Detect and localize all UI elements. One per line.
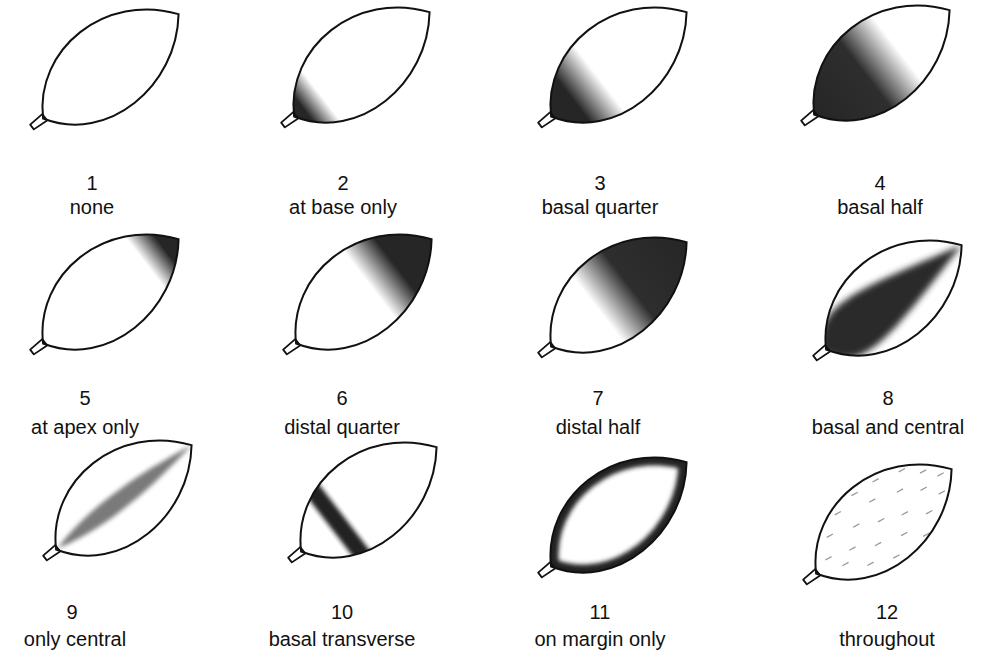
pattern-label: distal half [556,416,641,438]
pattern-label-box: distal half [556,415,641,439]
pattern-label: basal transverse [269,628,416,650]
leaf-number: 5 [79,387,90,409]
leaf-number: 7 [592,387,603,409]
leaf-basal-central [787,209,988,393]
pattern-label-box: none [70,195,115,219]
leaf-number: 2 [337,172,348,194]
pattern-label: basal quarter [542,196,659,218]
pattern-label: at apex only [31,416,139,438]
leaf-apex [0,181,225,408]
leaf-number: 10 [331,601,353,623]
leaf-throughout [777,433,978,617]
leaf-number-box: 12 [876,600,898,624]
pattern-label-box: on margin only [534,627,665,651]
leaf-number-box: 5 [79,386,90,410]
leaf-number: 1 [86,172,97,194]
leaf-distal-quarter [242,181,478,408]
leaf-distal-half [497,184,733,411]
pattern-label-box: basal half [837,195,923,219]
leaf-number: 4 [874,172,885,194]
pattern-label-box: at base only [289,195,397,219]
pattern-label: on margin only [534,628,665,650]
leaf-number-box: 4 [874,171,885,195]
pattern-label: distal quarter [284,416,400,438]
pattern-label-box: basal quarter [542,195,659,219]
pattern-label-box: distal quarter [284,415,400,439]
leaf-number-box: 2 [337,171,348,195]
leaf-none [4,0,205,161]
pattern-label-box: only central [24,627,126,651]
leaf-number: 9 [66,601,77,623]
pattern-label: at base only [289,196,397,218]
leaf-margin [512,426,713,610]
leaf-number: 12 [876,601,898,623]
leaf-basal-quarter [497,0,733,180]
pattern-label-box: basal and central [812,415,964,439]
leaf-basal-half [760,0,996,178]
pattern-label-box: throughout [839,627,935,651]
leaf-number-box: 6 [336,386,347,410]
leaf-central [17,409,218,593]
leaf-base [240,0,476,180]
leaf-number: 3 [594,172,605,194]
pattern-label: throughout [839,628,935,650]
leaf-number-box: 3 [594,171,605,195]
pattern-label-box: at apex only [31,415,139,439]
leaf-number-box: 1 [86,171,97,195]
leaf-basal-transverse [247,392,479,616]
leaf-number-box: 9 [66,600,77,624]
leaf-number: 11 [590,601,611,623]
leaf-number-box: 8 [882,386,893,410]
leaf-number-box: 11 [590,600,611,624]
pattern-label: basal half [837,196,923,218]
pattern-label: only central [24,628,126,650]
leaf-number-box: 10 [331,600,353,624]
pattern-label: none [70,196,115,218]
pattern-label: basal and central [812,416,964,438]
leaf-number-box: 7 [592,386,603,410]
leaf-number: 6 [336,387,347,409]
pattern-label-box: basal transverse [269,627,416,651]
leaf-number: 8 [882,387,893,409]
